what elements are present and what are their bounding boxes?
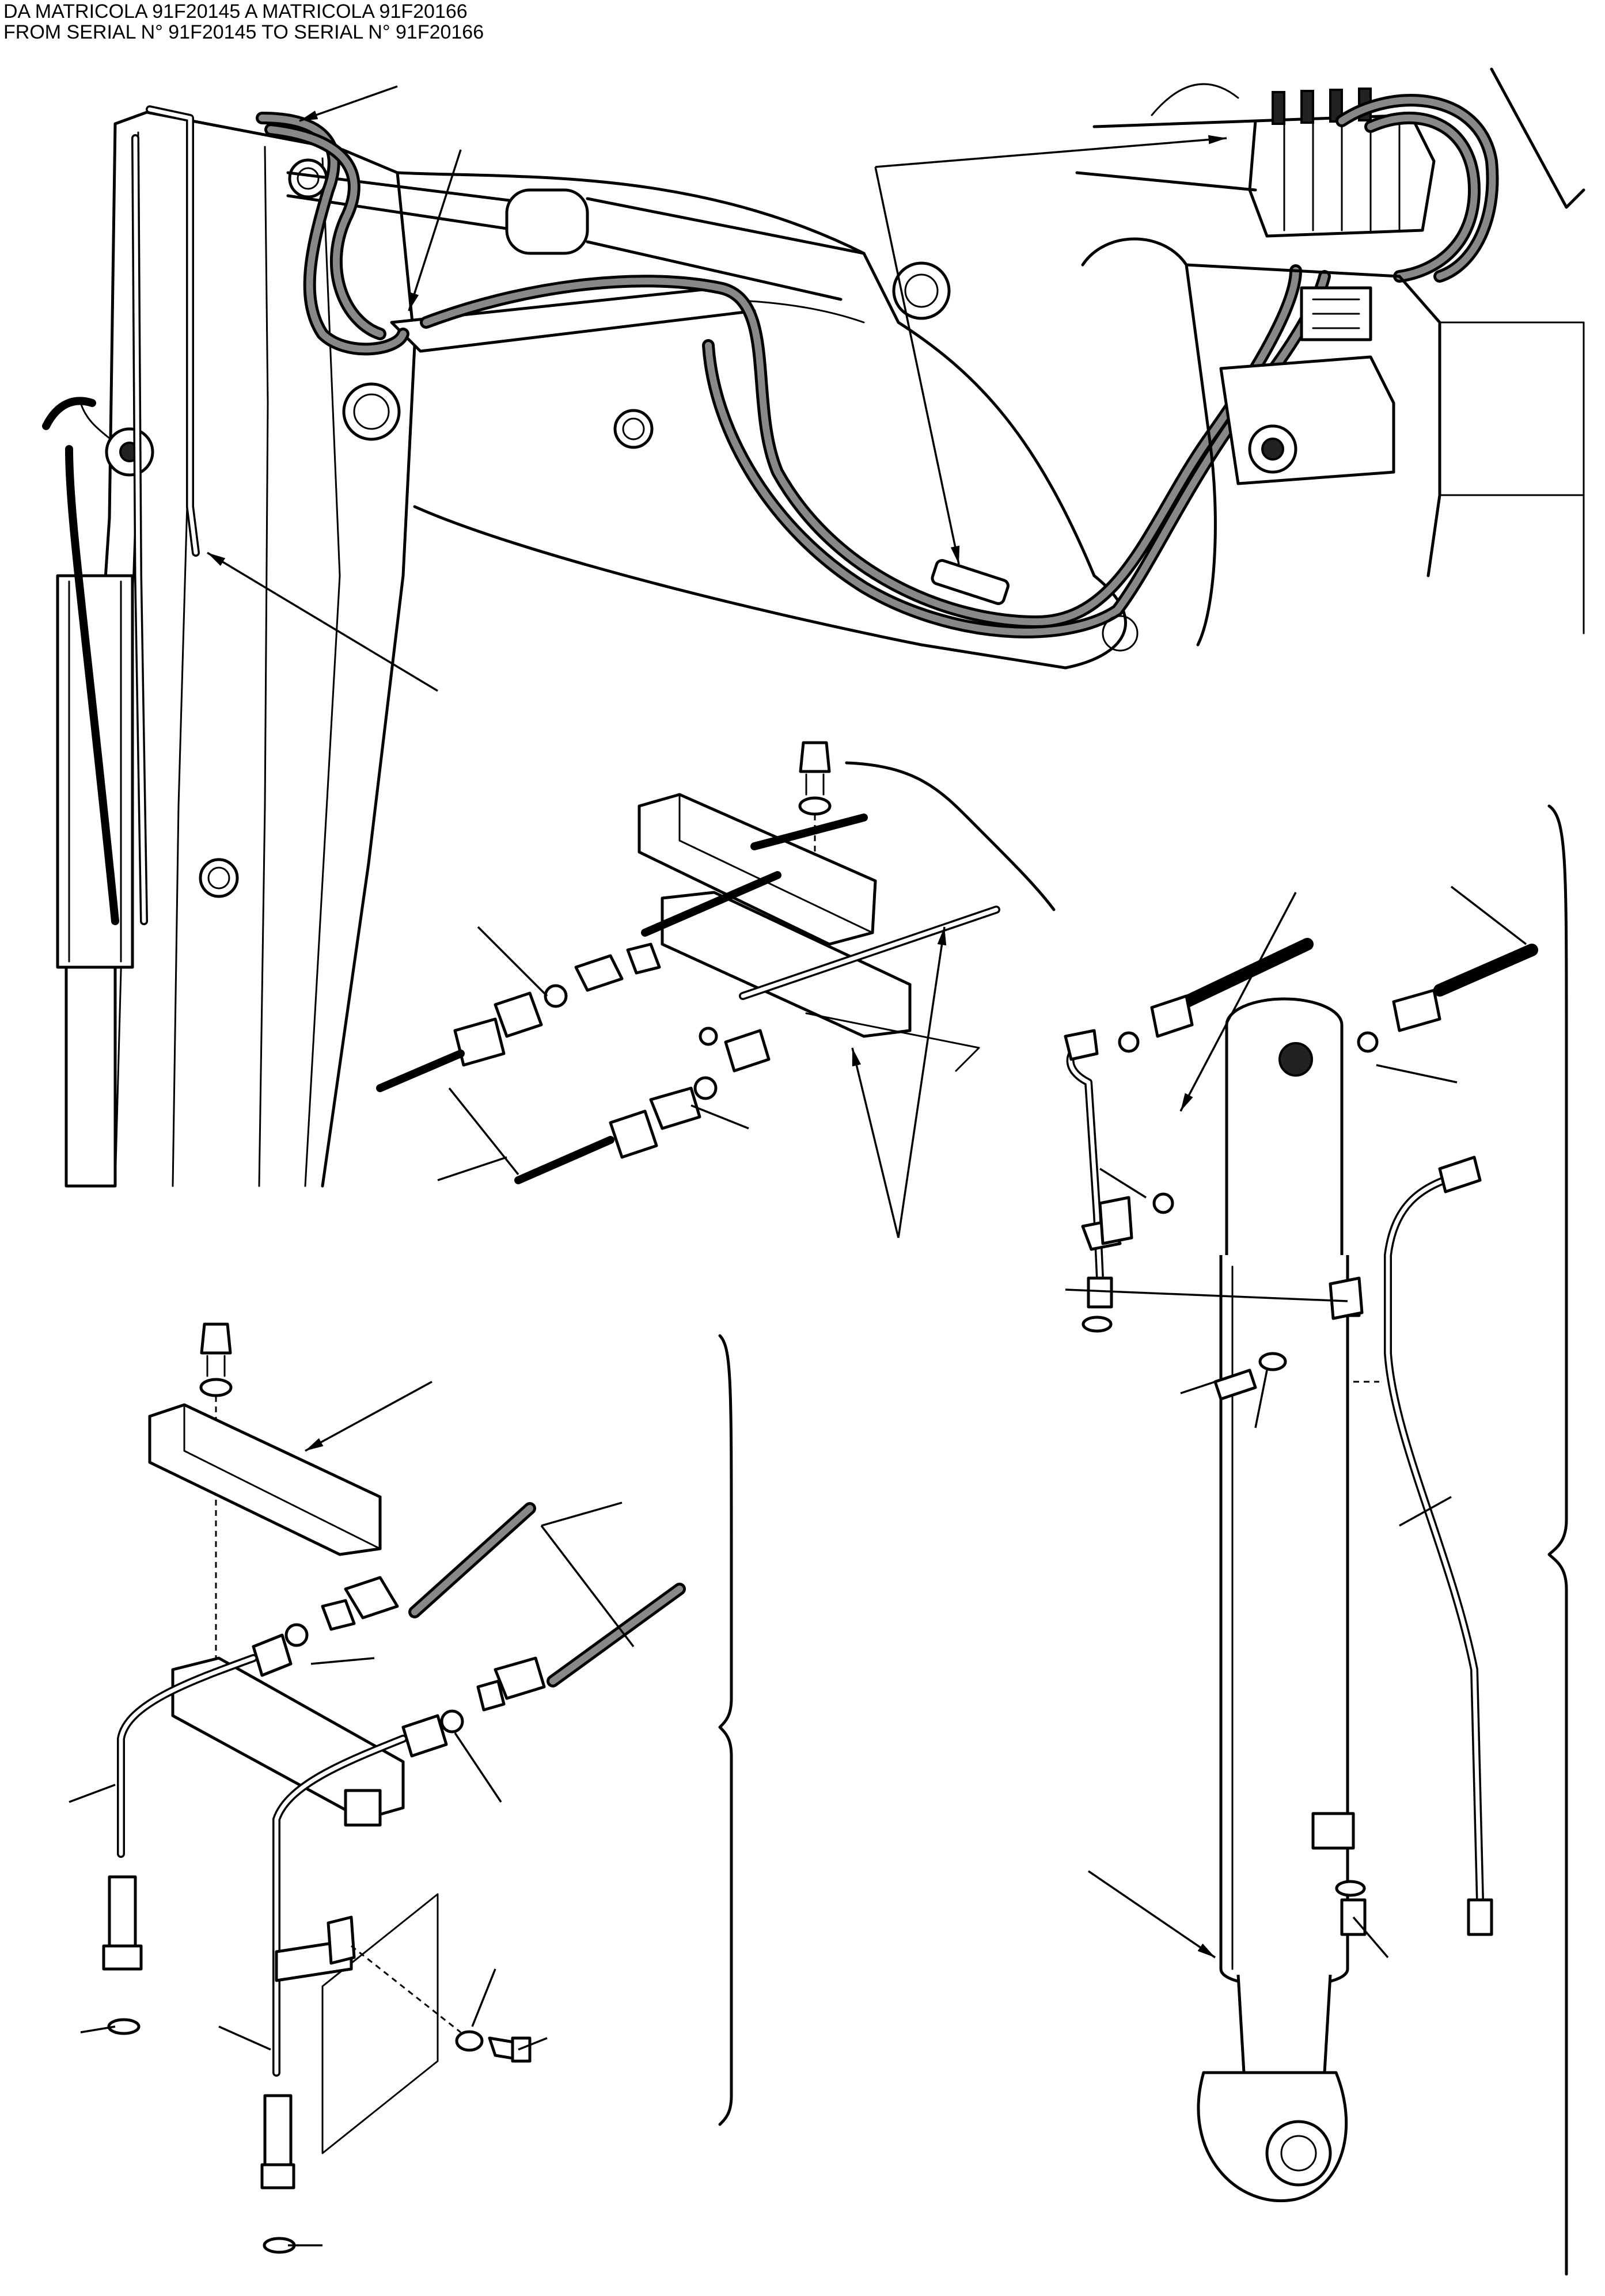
main-boom — [286, 171, 1127, 670]
swing-frame — [1075, 67, 1585, 647]
cylinder-pipe-detail — [1064, 804, 1568, 2276]
header-line-english: FROM SERIAL N° 91F20145 TO SERIAL N° 91F… — [3, 21, 484, 43]
boom-hoses — [256, 112, 1331, 652]
arm-cylinder — [56, 402, 154, 1188]
header-line-italian: DA MATRICOLA 91F20145 A MATRICOLA 91F201… — [3, 1, 468, 22]
boom-hose-routing-view — [42, 67, 1585, 1188]
reference-arrows-view1 — [207, 85, 1227, 692]
arm-steel-pipes — [42, 105, 200, 925]
upper-clamp-detail — [376, 741, 1056, 1238]
control-valve-block — [1248, 88, 1499, 283]
lower-clamp-detail — [69, 1322, 733, 2254]
